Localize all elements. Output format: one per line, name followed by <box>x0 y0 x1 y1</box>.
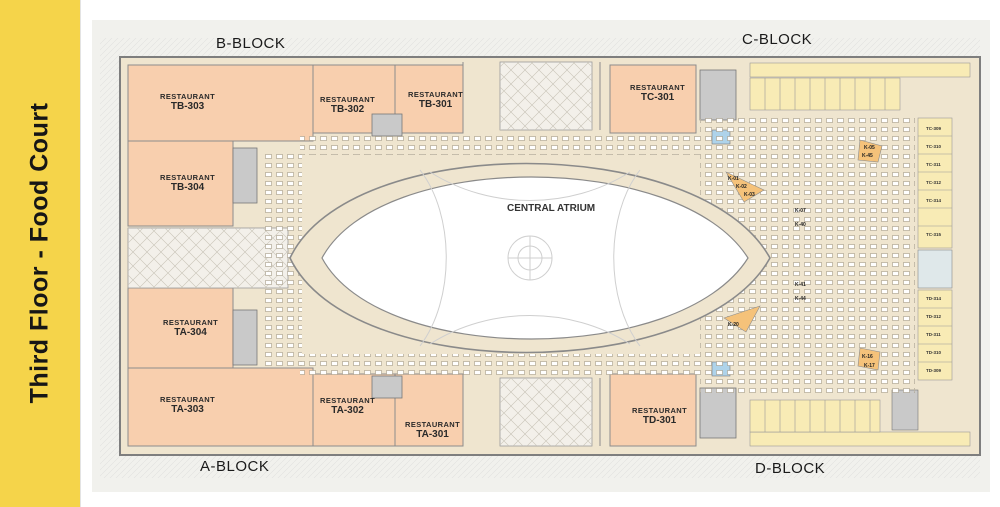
unit-tc314: TC-314 <box>926 198 942 203</box>
kiosk-k05: K-05 <box>864 145 875 151</box>
unit-tc310: TC-310 <box>926 144 942 149</box>
b-block-label: B-BLOCK <box>216 35 286 52</box>
c-block-shops <box>749 77 901 111</box>
restaurants <box>127 64 697 447</box>
unit-td310: TD-310 <box>926 350 942 355</box>
kiosk-k03: K-03 <box>744 192 755 198</box>
d-block-shops <box>749 399 881 433</box>
unit-td309: TD-309 <box>926 368 942 373</box>
south-entrance-tiles <box>500 378 592 446</box>
kiosk-k41: K-41 <box>795 282 806 288</box>
unit-tc315: TC-315 <box>926 232 942 237</box>
unit-tc312: TC-312 <box>926 180 942 185</box>
unit-td311: TD-311 <box>926 332 941 337</box>
d-block-label: D-BLOCK <box>755 460 826 477</box>
c-block-label: C-BLOCK <box>742 31 813 48</box>
south-seating <box>300 354 700 376</box>
kiosk-k17: K-17 <box>864 363 875 369</box>
service-passage-bottom <box>749 431 971 447</box>
kiosk-k40: K-40 <box>795 222 806 228</box>
north-entrance-tiles <box>500 62 592 130</box>
kiosk-k44: K-44 <box>795 296 806 302</box>
block-walls <box>462 62 601 446</box>
atrium-pattern <box>419 169 641 347</box>
right-shops <box>917 117 953 381</box>
kiosk-k20: K-20 <box>728 322 739 328</box>
kiosk-k01: K-01 <box>728 176 739 182</box>
north-seating <box>300 133 700 155</box>
service-passage-top <box>749 62 971 78</box>
a-block-label: A-BLOCK <box>200 458 270 475</box>
kiosk-k45: K-45 <box>862 153 873 159</box>
kiosk-k02: K-02 <box>736 184 747 190</box>
kiosk-k16: K-16 <box>862 354 873 360</box>
kiosk-k07: K-07 <box>795 208 806 214</box>
west-bridge-tiles <box>128 228 288 288</box>
sidebar: Third Floor - Food Court <box>0 0 80 507</box>
unit-td314: TD-314 <box>926 296 942 301</box>
kiosk-shapes <box>723 139 883 371</box>
central-atrium-label: CENTRAL ATRIUM <box>507 203 596 214</box>
unit-tc309: TC-309 <box>926 126 942 131</box>
unit-tc311: TC-311 <box>926 162 941 167</box>
unit-td312: TD-312 <box>926 314 942 319</box>
